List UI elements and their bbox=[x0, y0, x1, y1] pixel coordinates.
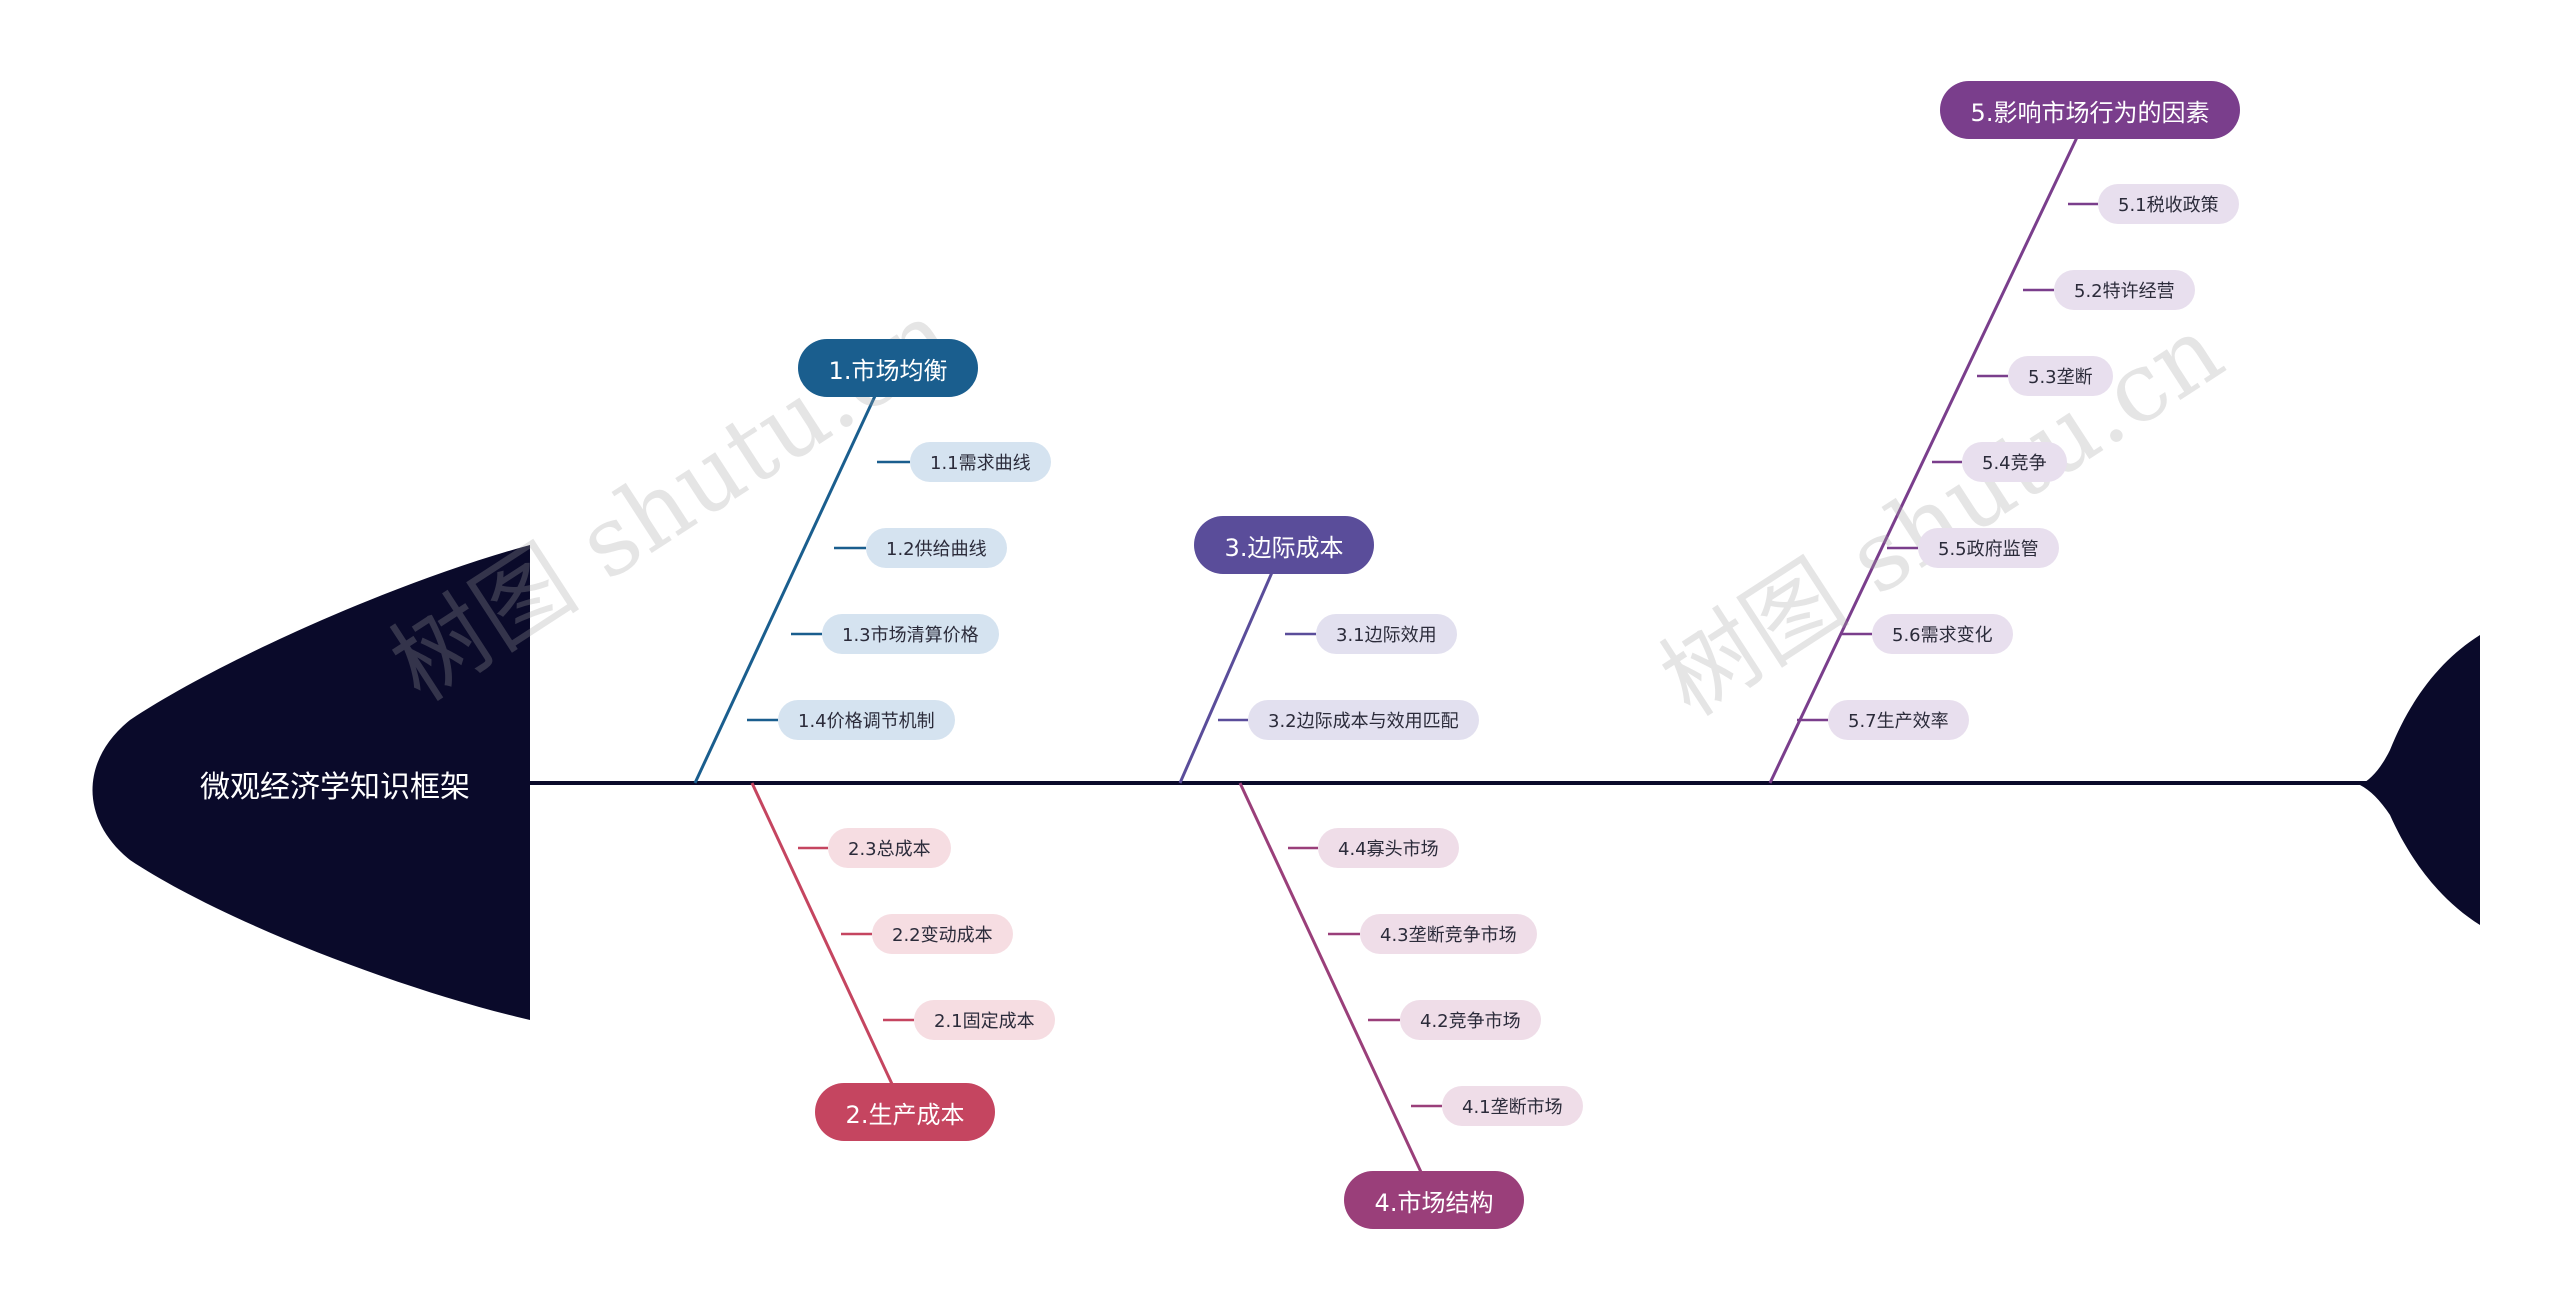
subtopic-node[interactable]: 4.1垄断市场 bbox=[1442, 1086, 1583, 1126]
branch-line bbox=[1238, 782, 1436, 1201]
branch-topic[interactable]: 4.市场结构 bbox=[1344, 1171, 1524, 1229]
branch-line bbox=[693, 367, 890, 784]
subtopic-node[interactable]: 2.3总成本 bbox=[828, 828, 951, 868]
subtopic-node[interactable]: 1.3市场清算价格 bbox=[822, 614, 999, 654]
subtopic-node[interactable]: 5.3垄断 bbox=[2008, 356, 2113, 396]
branch-topic[interactable]: 3.边际成本 bbox=[1194, 516, 1374, 574]
subtopic-node[interactable]: 5.6需求变化 bbox=[1872, 614, 2013, 654]
subtopic-node[interactable]: 5.2特许经营 bbox=[2054, 270, 2195, 310]
subtopic-node[interactable]: 3.1边际效用 bbox=[1316, 614, 1457, 654]
subtopic-node[interactable]: 5.4竞争 bbox=[1962, 442, 2067, 482]
subtopic-node[interactable]: 5.5政府监管 bbox=[1918, 528, 2059, 568]
branch-line bbox=[1768, 109, 2092, 784]
fish-tail-shape bbox=[2360, 635, 2480, 925]
branch-topic[interactable]: 2.生产成本 bbox=[815, 1083, 995, 1141]
branch-line bbox=[750, 782, 907, 1113]
fish-head-shape bbox=[92, 545, 530, 1020]
branch-topic[interactable]: 5.影响市场行为的因素 bbox=[1940, 81, 2240, 139]
subtopic-node[interactable]: 1.2供给曲线 bbox=[866, 528, 1007, 568]
branch-topic[interactable]: 1.市场均衡 bbox=[798, 339, 978, 397]
subtopic-node[interactable]: 5.1税收政策 bbox=[2098, 184, 2239, 224]
subtopic-node[interactable]: 2.1固定成本 bbox=[914, 1000, 1055, 1040]
subtopic-node[interactable]: 2.2变动成本 bbox=[872, 914, 1013, 954]
subtopic-node[interactable]: 4.2竞争市场 bbox=[1400, 1000, 1541, 1040]
subtopic-node[interactable]: 1.1需求曲线 bbox=[910, 442, 1051, 482]
branch-line bbox=[1178, 544, 1286, 784]
subtopic-node[interactable]: 4.4寡头市场 bbox=[1318, 828, 1459, 868]
subtopic-node[interactable]: 5.7生产效率 bbox=[1828, 700, 1969, 740]
subtopic-node[interactable]: 1.4价格调节机制 bbox=[778, 700, 955, 740]
subtopic-node[interactable]: 3.2边际成本与效用匹配 bbox=[1248, 700, 1479, 740]
central-topic: 微观经济学知识框架 bbox=[200, 770, 470, 805]
subtopic-node[interactable]: 4.3垄断竞争市场 bbox=[1360, 914, 1537, 954]
